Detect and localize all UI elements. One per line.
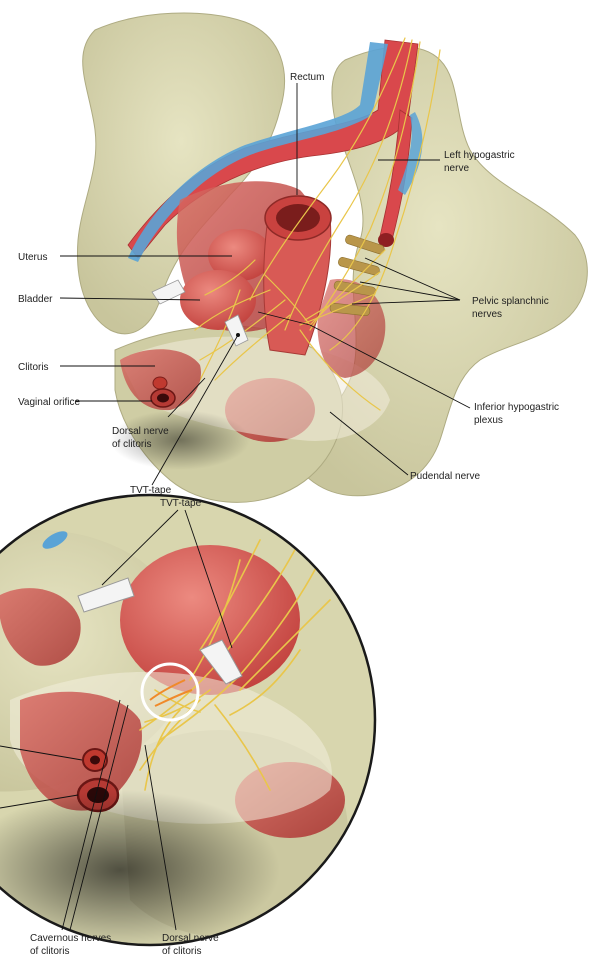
label-dorsal-nerve-detail-1: Dorsal nerve — [162, 933, 219, 944]
clitoris-organ — [153, 377, 167, 389]
label-dorsal-nerve-2: of clitoris — [112, 439, 151, 450]
label-pudendal-nerve: Pudendal nerve — [410, 471, 480, 482]
label-left-hypogastric-2: nerve — [444, 163, 469, 174]
label-bladder: Bladder — [18, 294, 53, 305]
label-dorsal-nerve-detail-2: of clitoris — [162, 946, 201, 957]
label-inferior-hypogastric-2: plexus — [474, 415, 503, 426]
rectum-lumen — [276, 204, 320, 232]
pelvis-overview: Rectum Left hypogastric nerve Uterus Bla… — [18, 13, 587, 502]
label-pelvic-splanchnic-2: nerves — [472, 309, 502, 320]
label-clitoris: Clitoris — [18, 362, 49, 373]
label-pelvic-splanchnic-1: Pelvic splanchnic — [472, 296, 549, 307]
tvt-anchor-dot — [236, 333, 240, 337]
label-vaginal-orifice: Vaginal orifice — [18, 397, 81, 408]
label-uterus: Uterus — [18, 252, 47, 263]
label-rectum: Rectum — [290, 72, 324, 83]
label-cavernous-nerves-1: Cavernous nerves — [30, 933, 111, 944]
label-left-hypogastric-1: Left hypogastric — [444, 150, 515, 161]
detail-clitoris-core — [90, 756, 100, 765]
label-dorsal-nerve-1: Dorsal nerve — [112, 426, 169, 437]
label-cavernous-nerves-2: of clitoris — [30, 946, 69, 957]
vaginal-orifice-lumen — [157, 394, 169, 403]
label-inferior-hypogastric-1: Inferior hypogastric — [474, 402, 559, 413]
magnified-detail: TVT-tape Cavernous nerves of clitoris Do… — [0, 490, 380, 957]
label-tvt-tape-detail: TVT-tape — [160, 498, 202, 509]
